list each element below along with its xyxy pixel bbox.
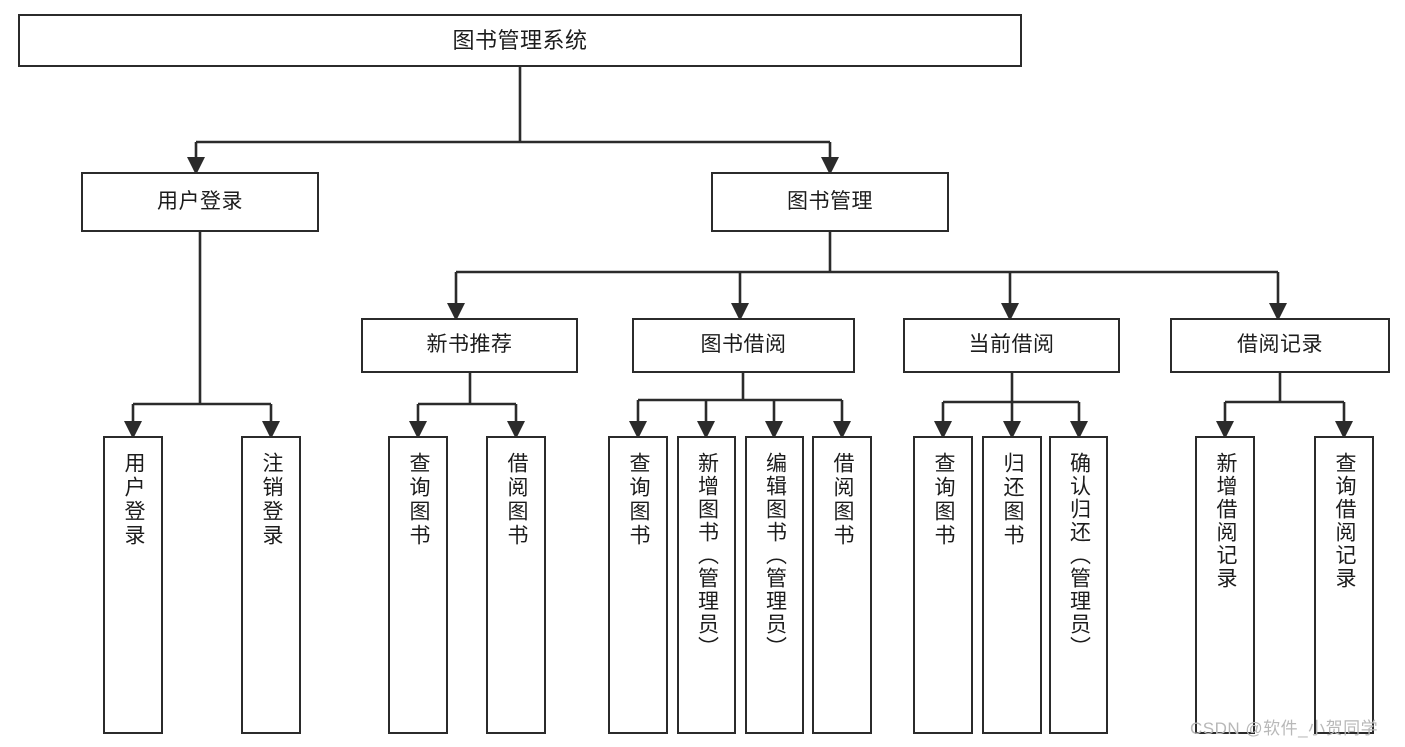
leaf-query-book-borrow[interactable]: 查询图书 (608, 436, 668, 734)
node-label: 新增图书（管理员） (695, 452, 719, 659)
node-root-system[interactable]: 图书管理系统 (18, 14, 1022, 67)
leaf-query-book-recommend[interactable]: 查询图书 (388, 436, 448, 734)
node-label: 注销登录 (260, 452, 284, 548)
node-label: 查询图书 (932, 452, 956, 548)
node-label: 用户登录 (122, 452, 146, 548)
node-label: 编辑图书（管理员） (763, 452, 787, 659)
leaf-return-book[interactable]: 归还图书 (982, 436, 1042, 734)
node-label: 当前借阅 (968, 333, 1055, 357)
node-label: 借阅图书 (505, 452, 529, 548)
node-label: 图书管理系统 (452, 27, 588, 53)
node-label: 借阅图书 (831, 452, 855, 548)
node-new-book-recommend[interactable]: 新书推荐 (361, 318, 578, 373)
leaf-query-borrow-record[interactable]: 查询借阅记录 (1314, 436, 1374, 734)
leaf-borrow-book-recommend[interactable]: 借阅图书 (486, 436, 546, 734)
node-label: 借阅记录 (1237, 333, 1323, 357)
leaf-edit-book-admin[interactable]: 编辑图书（管理员） (745, 436, 804, 734)
node-label: 用户登录 (157, 189, 243, 213)
node-user-login[interactable]: 用户登录 (81, 172, 319, 232)
node-label: 查询图书 (627, 452, 651, 548)
node-label: 新增借阅记录 (1214, 452, 1238, 590)
node-book-borrow[interactable]: 图书借阅 (632, 318, 855, 373)
csdn-watermark: CSDN @软件_小贺同学 (1190, 719, 1379, 738)
leaf-logout[interactable]: 注销登录 (241, 436, 301, 734)
node-label: 图书借阅 (700, 333, 787, 357)
leaf-user-login[interactable]: 用户登录 (103, 436, 163, 734)
node-borrow-record[interactable]: 借阅记录 (1170, 318, 1390, 373)
leaf-borrow-book[interactable]: 借阅图书 (812, 436, 872, 734)
leaf-confirm-return-admin[interactable]: 确认归还（管理员） (1049, 436, 1108, 734)
leaf-query-book-current[interactable]: 查询图书 (913, 436, 973, 734)
leaf-add-book-admin[interactable]: 新增图书（管理员） (677, 436, 736, 734)
node-label: 查询图书 (407, 452, 431, 548)
node-label: 新书推荐 (426, 333, 513, 357)
node-label: 图书管理 (787, 189, 873, 213)
node-current-borrow[interactable]: 当前借阅 (903, 318, 1120, 373)
node-label: 确认归还（管理员） (1067, 452, 1091, 659)
node-label: 归还图书 (1001, 452, 1025, 548)
node-book-management[interactable]: 图书管理 (711, 172, 949, 232)
node-label: 查询借阅记录 (1333, 452, 1357, 590)
leaf-add-borrow-record[interactable]: 新增借阅记录 (1195, 436, 1255, 734)
